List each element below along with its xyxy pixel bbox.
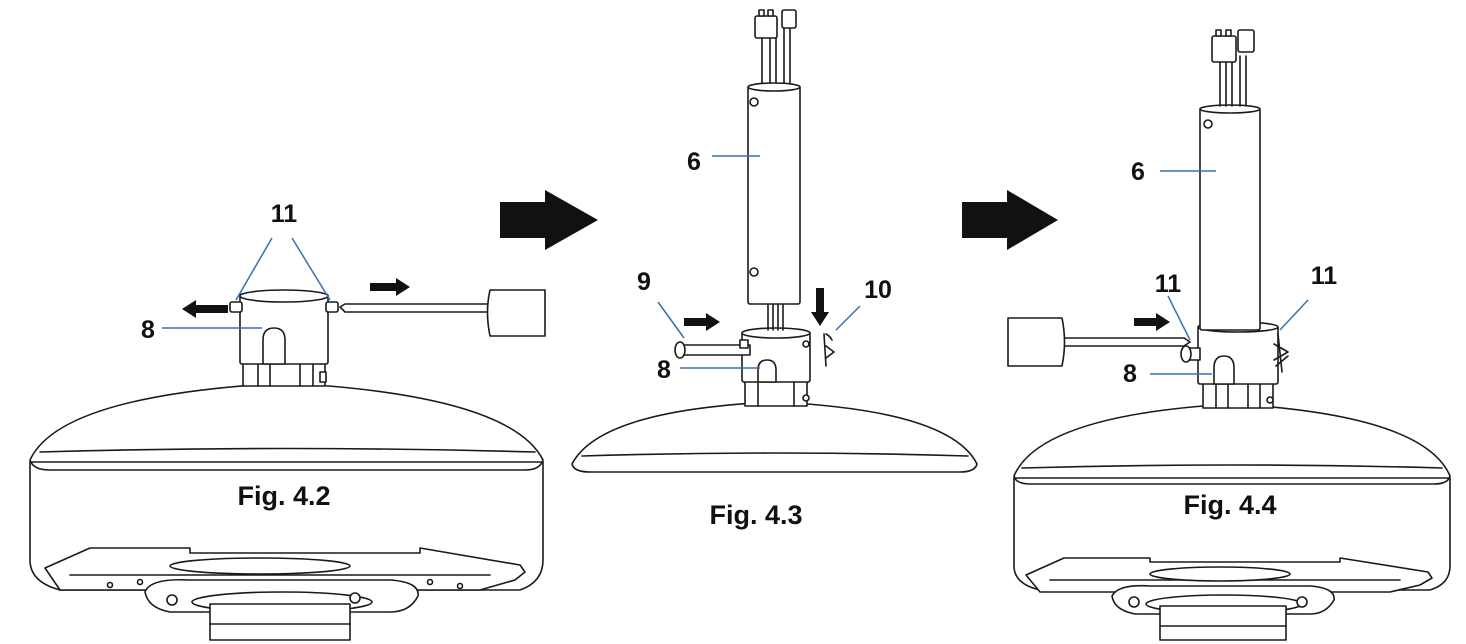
step-arrow-icon <box>962 190 1058 250</box>
connector <box>1211 35 1237 63</box>
down-rod-6 <box>1199 107 1261 331</box>
connector <box>754 15 778 39</box>
arrow-left-icon <box>182 300 228 318</box>
motor-dome <box>571 401 978 473</box>
set-screw-right <box>325 301 339 313</box>
figure-4-2: 11 8 Fig. 4.2 <box>29 200 546 641</box>
hairpin-clip <box>1273 333 1289 373</box>
set-screw-left <box>229 301 243 313</box>
callout-8: 8 <box>657 356 671 384</box>
motor-dome <box>1013 403 1451 485</box>
arrow-right-icon <box>684 313 720 331</box>
figure-4-4: 6 11 11 8 Fig. 4.4 <box>1007 29 1451 641</box>
callout-6: 6 <box>687 148 701 176</box>
collar-8 <box>1197 325 1279 385</box>
callout-8: 8 <box>141 316 155 344</box>
screwdriver <box>339 303 491 313</box>
screwdriver <box>1059 337 1191 347</box>
callout-10: 10 <box>864 276 892 304</box>
arrow-right-icon <box>370 278 410 296</box>
figure-4-3: 6 9 10 8 Fig. 4.3 <box>571 9 978 530</box>
connector <box>781 9 797 29</box>
connector <box>1237 29 1255 53</box>
figure-caption: Fig. 4.2 <box>237 481 330 511</box>
callout-6: 6 <box>1131 158 1145 186</box>
callout-11: 11 <box>1311 262 1338 290</box>
arrow-right-icon <box>1134 313 1170 331</box>
figure-caption: Fig. 4.4 <box>1183 490 1276 520</box>
callout-8: 8 <box>1123 360 1137 388</box>
callout-11: 11 <box>1155 270 1182 298</box>
arrow-down-icon <box>811 288 829 326</box>
hairpin-clip-10 <box>823 333 835 367</box>
figure-caption: Fig. 4.3 <box>709 500 802 530</box>
callout-11: 11 <box>271 200 298 228</box>
step-arrow-icon <box>500 190 598 250</box>
callout-9: 9 <box>637 268 651 296</box>
motor-dome <box>29 382 544 471</box>
